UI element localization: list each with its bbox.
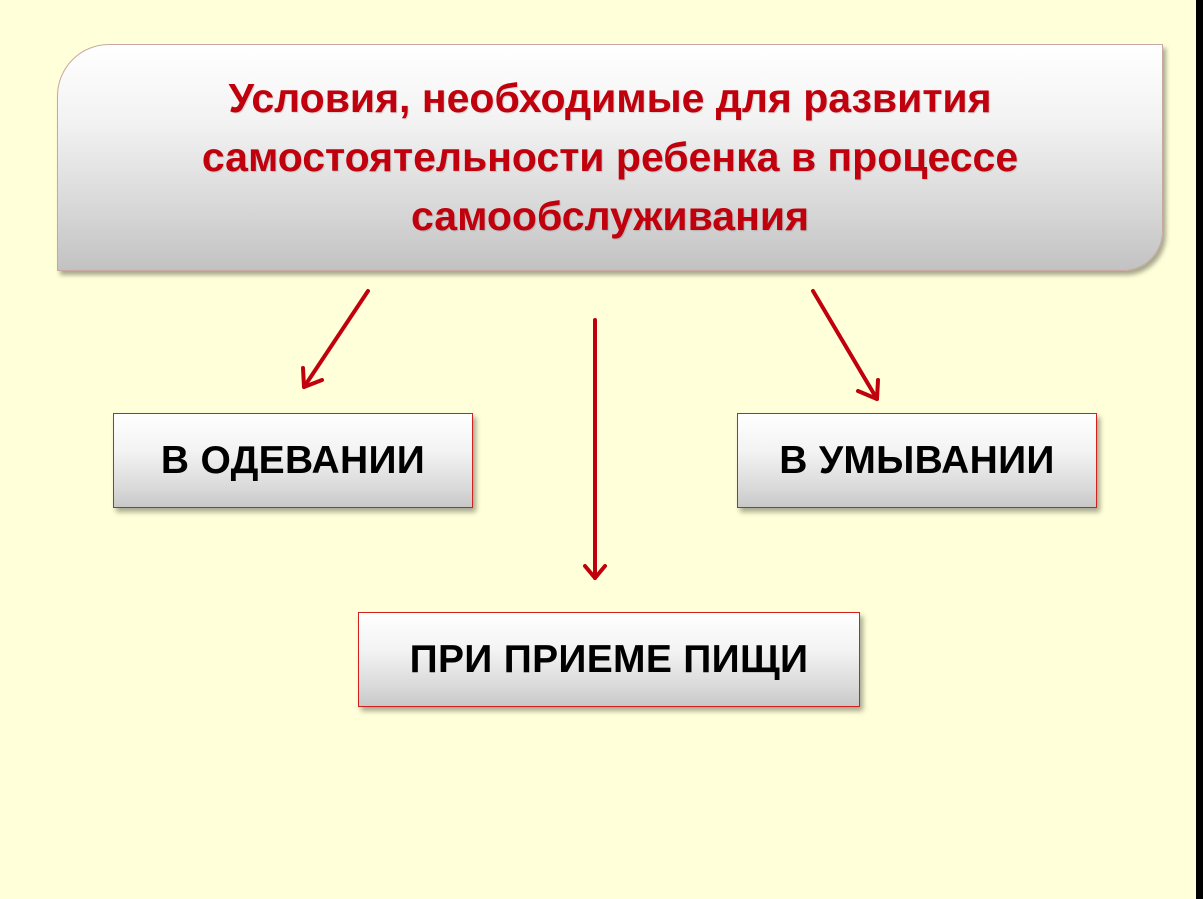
arrow-to-eating: [583, 318, 607, 580]
title-box: Условия, необходимые для развития самост…: [57, 44, 1163, 271]
node-dressing-label: В ОДЕВАНИИ: [160, 438, 426, 482]
node-dressing: В ОДЕВАНИИ: [113, 413, 473, 508]
diagram-title: Условия, необходимые для развития самост…: [201, 75, 1019, 239]
node-eating: ПРИ ПРИЕМЕ ПИЩИ: [358, 612, 860, 707]
arrow-to-dressing: [301, 289, 370, 389]
right-edge-border: [1196, 0, 1203, 899]
node-washing: В УМЫВАНИИ: [737, 413, 1097, 508]
node-eating-label: ПРИ ПРИЕМЕ ПИЩИ: [409, 637, 809, 681]
arrow-to-washing: [811, 289, 880, 401]
node-washing-label: В УМЫВАНИИ: [779, 438, 1055, 482]
